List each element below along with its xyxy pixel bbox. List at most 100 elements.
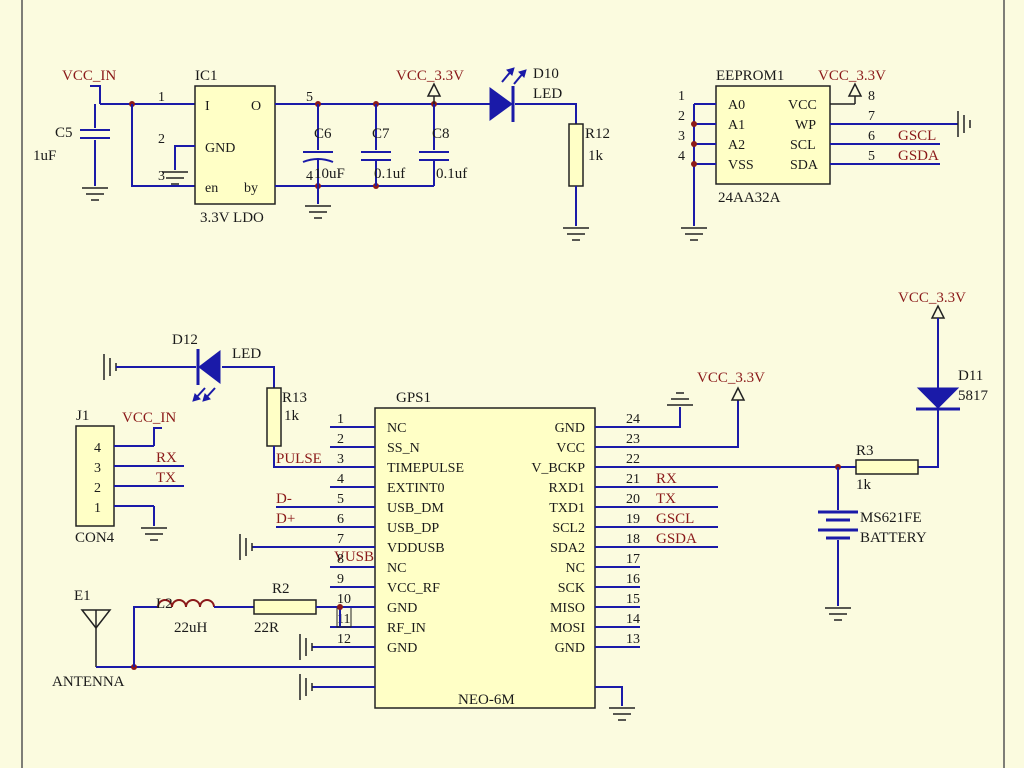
d11-vcc33-label: VCC_3.3V [898,290,966,306]
gps-pin-num: 6 [337,512,344,527]
gps-pin-num: 23 [626,432,640,447]
gps-pin-name: GND [555,421,585,436]
gps-pin-num: 7 [337,532,344,547]
gps-left-pin: 8NC [330,552,406,576]
gps-pin-name: MOSI [550,621,585,636]
antenna-label: ANTENNA [52,674,125,690]
ic1-pin-en: en [205,181,218,196]
ic1-pin-num-4: 4 [306,169,313,184]
r2-body [253,599,317,615]
gps-right-net: GSDA [656,531,697,547]
gps-pin-name: VCC [556,441,585,456]
ic1-ground-icon [162,171,188,185]
antenna-ref: E1 [74,588,91,604]
gps-right-net: RX [656,471,677,487]
j1-ref: J1 [76,408,89,424]
battery-label: BATTERY [860,530,927,546]
gps-pin-name: VCC_RF [387,581,440,596]
d11-ref: D11 [958,368,983,384]
eeprom-pin-num: 1 [678,89,685,104]
eeprom-right-pins: VCC WP SCL SDA 8 7 6 5 GSCL GSDA [788,89,971,173]
eeprom-pin-num: 4 [678,149,685,164]
r3-body [855,459,919,475]
d11-schottky-diode-icon [916,387,960,411]
gps-section: GPS1 NEO-6M 1NC2SS_N3TIMEPULSEPULSE4EXTI… [239,370,856,721]
gps-pin-num: 16 [626,572,640,587]
eeprom-pin-num: 8 [868,89,875,104]
gps-left-pin: 2SS_N [330,432,420,456]
ic1-pin-num-3: 3 [158,169,165,184]
gps-pin-name: TXD1 [549,501,585,516]
eeprom-vcc-arrow-icon [830,82,863,105]
gps-pin-num: 24 [626,412,640,427]
ic1-pin-num-1: 1 [158,90,165,105]
eeprom-pin-name: A2 [728,138,745,153]
eeprom-pin-name: VSS [728,158,754,173]
gps-pin-name: RF_IN [387,621,426,636]
eeprom-body [715,85,831,185]
j1-body [75,425,115,527]
d11-value: 5817 [958,388,989,404]
backup-battery-section: VCC_3.3V D11 5817 R3 1k MS621FE BATTERY [818,290,989,621]
gps-pin-num: 17 [626,552,640,567]
r12-value: 1k [588,148,604,164]
d11-vcc-arrow-icon [930,304,946,319]
d10-led-icon [489,67,527,122]
eeprom-ref: EEPROM1 [716,68,784,84]
gps-body [374,407,596,709]
gps-pin-num: 21 [626,472,640,487]
r13-body [266,387,282,447]
gps-left-pins: 1NC2SS_N3TIMEPULSEPULSE4EXTINT05USB_DMD-… [276,412,464,656]
ic1-pin-i: I [205,99,210,114]
antenna-icon [80,609,112,667]
j1-pin-num: 1 [94,501,101,516]
gps-pin-name: SS_N [387,441,420,456]
gps-pin-num: 22 [626,452,640,467]
gps-left-net: D+ [276,511,295,527]
gps-pin13-ground-icon [609,707,635,721]
ldo-vcc33-label: VCC_3.3V [396,68,464,84]
c7-value: 0.1uf [374,166,405,182]
j1-tx-net: TX [156,470,176,486]
gps-pin-name: SCL2 [552,521,585,536]
j1-pin-num: 4 [94,441,101,456]
ic1-pin-o: O [251,99,261,114]
r12-ground-icon [563,227,589,241]
j1-vcc-in-net: VCC_IN [122,410,176,426]
j1-pin-num: 2 [94,481,101,496]
gps-pin-name: VDDUSB [387,541,445,556]
gps-pin-name: NC [387,421,406,436]
gps-pin-num: 1 [337,412,344,427]
gps-pin-num: 10 [337,592,351,607]
gps-right-net: GSCL [656,511,694,527]
ic1-pin-num-5: 5 [306,90,313,105]
gps-right-net: TX [656,491,676,507]
gps-pin24-ground-icon [667,392,693,406]
ic1-pin-num-2: 2 [158,132,165,147]
gps-left-pin: 1NC [330,412,406,436]
gps-vcc-arrow-icon [730,386,746,401]
eeprom-pin-name: WP [795,118,816,133]
ic1-body [194,85,276,205]
rf-section: E1 ANTENNA L2 22uH R2 22R [52,581,375,690]
c7-ref: C7 [372,126,390,142]
gps-pin-name: V_BCKP [531,461,585,476]
gps-left-net: VUSB [334,549,374,565]
eeprom-pin-num: 7 [868,109,875,124]
r12-body [568,123,584,187]
j1-part: CON4 [75,530,115,546]
l2-inductor-icon [157,599,215,608]
gps-ref: GPS1 [396,390,431,406]
gps-pin-name: SDA2 [550,541,585,556]
eeprom-gsda-net: GSDA [898,148,939,164]
gps-pin12-ground-icon [299,674,313,700]
j1-pin-num: 3 [94,461,101,476]
eeprom-pin-name: VCC [788,98,817,113]
r2-ref: R2 [272,581,290,597]
